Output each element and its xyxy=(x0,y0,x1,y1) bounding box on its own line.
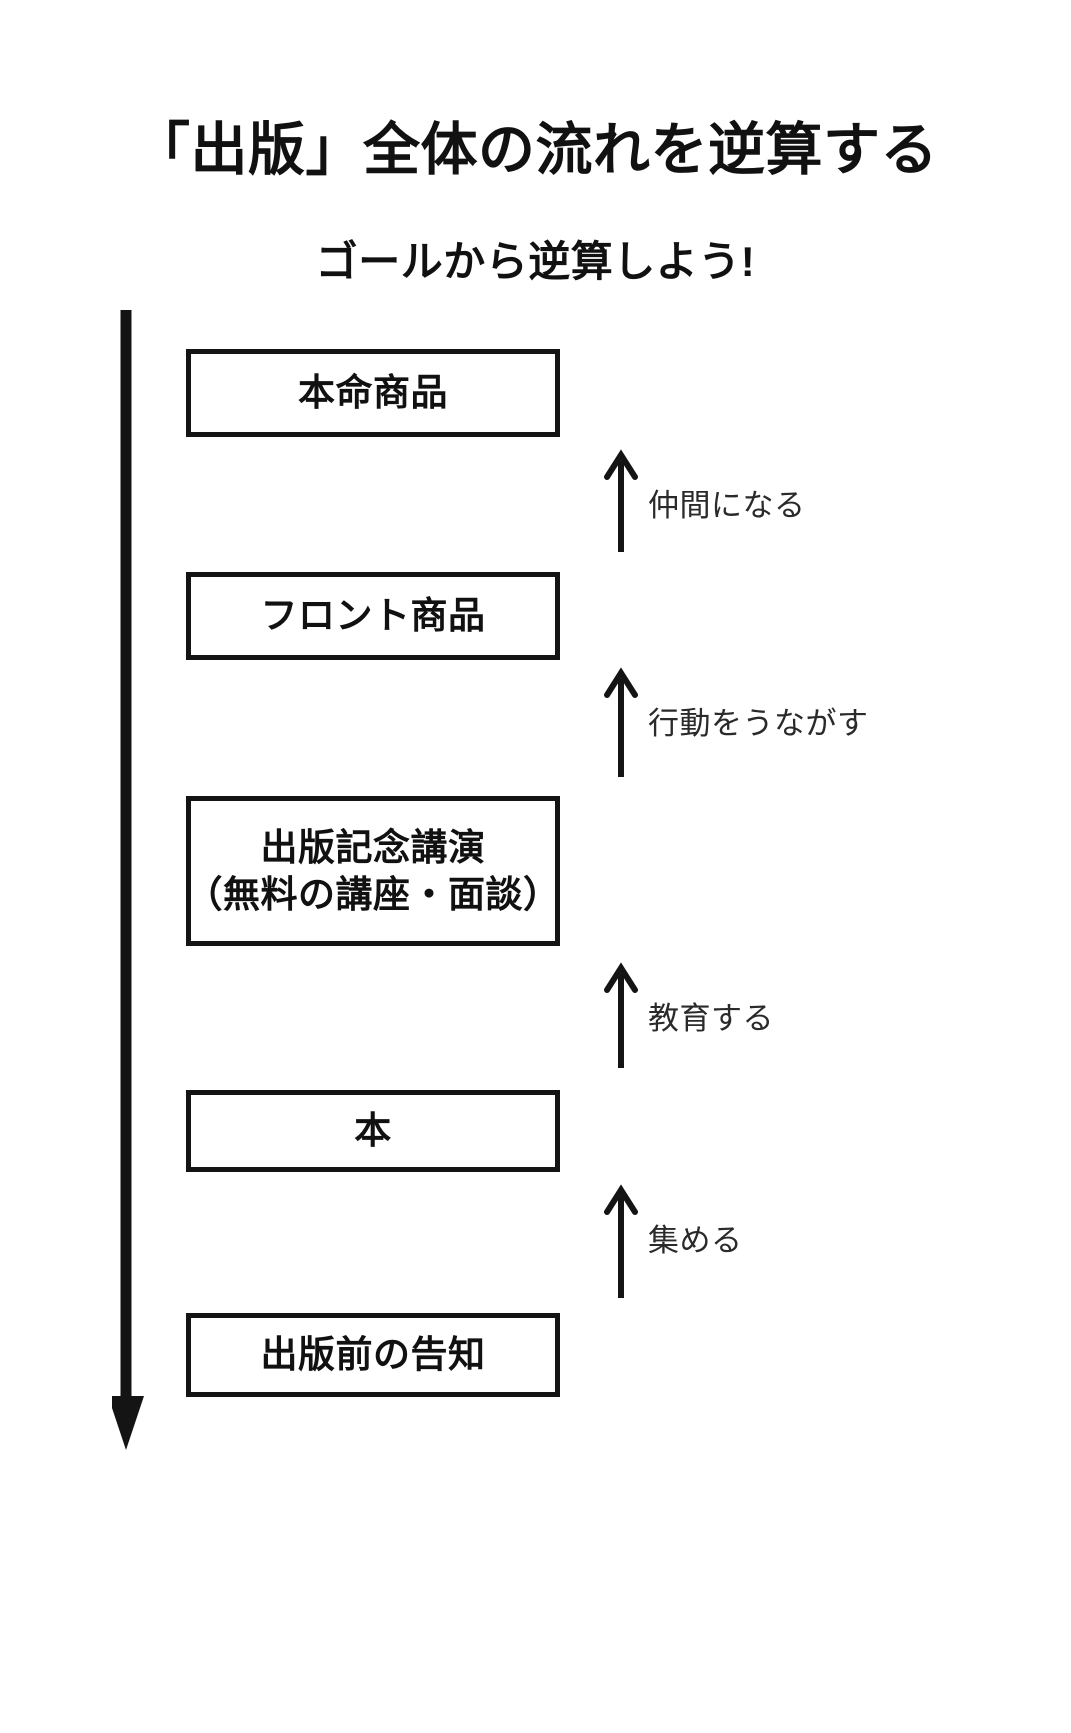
stage-box-sublabel: （無料の講座・面談） xyxy=(185,874,561,915)
up-arrow-icon-1 xyxy=(604,447,638,552)
up-arrow-icon-4 xyxy=(604,1182,638,1298)
up-arrow-icon-3 xyxy=(604,960,638,1068)
up-arrow-icon-2 xyxy=(604,665,638,777)
stage-box-shuppan-kinen-kouen[interactable]: 出版記念講演 （無料の講座・面談） xyxy=(186,796,560,946)
stage-box-shuppan-mae-no-kokuchi[interactable]: 出版前の告知 xyxy=(186,1313,560,1397)
stage-box-label: フロント商品 xyxy=(260,595,486,637)
stage-box-label: 出版前の告知 xyxy=(260,1334,486,1376)
transition-label-3: 教育する xyxy=(648,1001,774,1036)
down-arrow-icon xyxy=(112,310,152,1450)
stage-box-hon[interactable]: 本 xyxy=(186,1090,560,1172)
stage-box-honmei-shohin[interactable]: 本命商品 xyxy=(186,349,560,437)
page-subtitle: ゴールから逆算しよう! xyxy=(315,238,756,285)
transition-label-4: 集める xyxy=(648,1223,743,1258)
stage-box-label: 出版記念講演 xyxy=(260,826,486,868)
transition-label-1: 仲間になる xyxy=(648,488,806,523)
stage-box-label: 本 xyxy=(354,1110,392,1152)
stage-box-front-shohin[interactable]: フロント商品 xyxy=(186,572,560,660)
transition-label-2: 行動をうながす xyxy=(648,706,869,741)
page-title: 「出版」全体の流れを逆算する xyxy=(133,118,938,182)
stage-box-label: 本命商品 xyxy=(298,372,448,414)
